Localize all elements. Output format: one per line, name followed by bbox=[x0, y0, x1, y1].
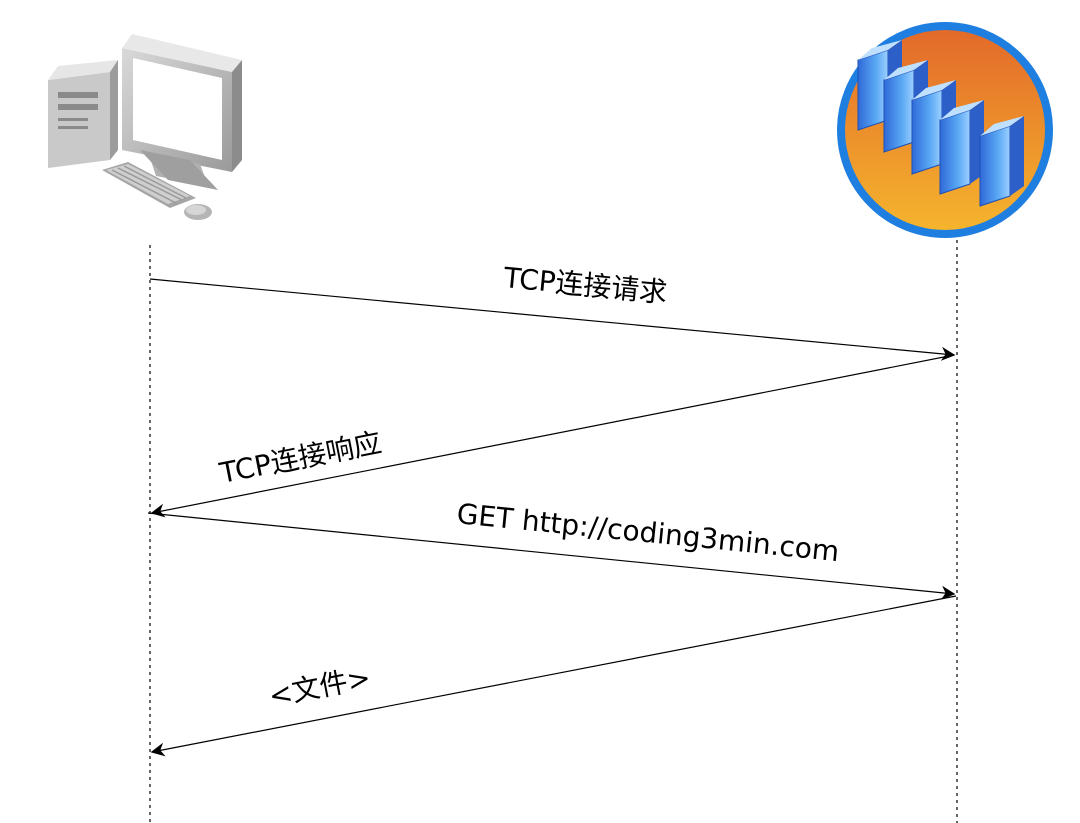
message-arrow bbox=[147, 512, 956, 600]
message-arrow bbox=[150, 354, 955, 518]
desktop-computer-icon bbox=[48, 34, 242, 220]
message-label: TCP连接响应 bbox=[216, 426, 384, 490]
message-arrow bbox=[149, 278, 956, 361]
message-arrow bbox=[150, 595, 957, 757]
message-tcp-request: TCP连接请求 bbox=[149, 261, 956, 361]
message-label: <文件> bbox=[266, 661, 373, 713]
server-cluster-icon bbox=[837, 22, 1053, 238]
message-file-response: <文件> bbox=[150, 595, 957, 757]
message-tcp-response: TCP连接响应 bbox=[150, 354, 955, 518]
message-label: TCP连接请求 bbox=[501, 261, 668, 309]
message-get-request: GET http://coding3min.com bbox=[147, 497, 956, 600]
message-label: GET http://coding3min.com bbox=[455, 497, 840, 568]
